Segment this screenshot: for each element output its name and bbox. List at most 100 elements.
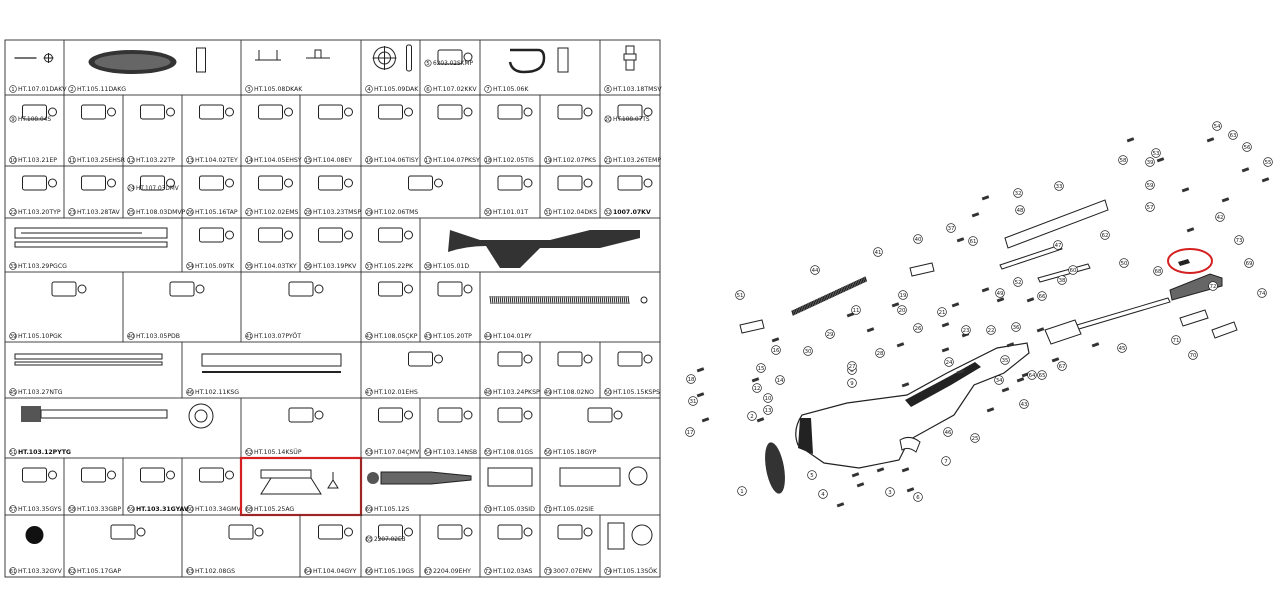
callout-circle <box>1244 258 1254 268</box>
part-sketch-43 <box>437 281 473 297</box>
highlighted-part <box>1178 259 1190 266</box>
part-sketch-52 <box>288 407 324 423</box>
part-code: HT.103.07PYÖT <box>254 331 301 340</box>
callout-circle <box>1118 155 1128 165</box>
part-sketch-69 <box>367 471 472 485</box>
callout-number: 74 <box>1259 291 1266 297</box>
part-number-circle <box>245 85 253 93</box>
callout-circle <box>873 247 883 257</box>
part-number-circle <box>68 85 76 93</box>
callout-number: 4 <box>821 492 825 498</box>
callout-circle <box>775 375 785 385</box>
callout-number: 47 <box>1055 243 1062 249</box>
part-number: 37 <box>366 264 373 270</box>
small-part <box>876 467 885 473</box>
callout-circle <box>1188 350 1198 360</box>
part-number-circle <box>365 208 373 216</box>
part-number-circle <box>424 332 432 340</box>
small-part <box>1261 177 1270 183</box>
part-code: HT.103.18TMSV <box>613 86 662 93</box>
callout-circle <box>1208 281 1218 291</box>
part-number: 73 <box>545 569 552 575</box>
part-number-circle <box>245 208 253 216</box>
part-code: HT.103.24PKSP <box>493 389 540 396</box>
part-code: HT.108.02NO <box>553 389 594 396</box>
callout-number: 26 <box>915 326 922 332</box>
part-number: 3 <box>247 87 250 93</box>
part-number-circle <box>424 85 432 93</box>
part-code: 2207.02EB <box>374 537 406 543</box>
part-number: 70 <box>485 507 492 513</box>
part-number-circle <box>245 156 253 164</box>
part-number-circle <box>245 505 253 513</box>
part-code: HT.102.01EHS <box>374 389 418 396</box>
part-number-circle <box>424 156 432 164</box>
part-number: 23 <box>69 210 76 216</box>
part-number: 13 <box>187 158 194 164</box>
mainspring <box>791 276 868 316</box>
part-number: 17 <box>425 158 432 164</box>
part-sketch-31 <box>557 175 593 191</box>
part-number-circle <box>604 115 612 123</box>
callout-number: 66 <box>1039 294 1046 300</box>
part-number-circle <box>604 208 612 216</box>
callout-number: 51 <box>737 293 744 299</box>
part-code: HT.105.09DAK <box>374 86 419 93</box>
part-sketch-11 <box>81 104 116 120</box>
callout-number: 12 <box>754 386 761 392</box>
part-code: HT.103.32GYV <box>18 568 63 575</box>
part-number-circle <box>544 567 552 575</box>
small-part <box>1016 377 1025 383</box>
part-number-circle <box>68 156 76 164</box>
part-number: 24 <box>128 186 135 192</box>
part-number-circle <box>9 262 17 270</box>
part-sketch-50 <box>617 351 653 367</box>
part-number: 64 <box>305 569 312 575</box>
part-code: HT.102.04DKS <box>553 209 597 216</box>
callout-circle <box>946 223 956 233</box>
part-number-circle <box>365 156 373 164</box>
small-part <box>1091 342 1100 348</box>
part-number: 51 <box>10 450 17 456</box>
part-code: HT.103.28TAV <box>77 209 120 216</box>
callout-circle <box>995 288 1005 298</box>
small-part <box>696 392 705 398</box>
callout-number: 42 <box>1217 215 1224 221</box>
callout-circle <box>913 234 923 244</box>
callout-circle <box>937 307 947 317</box>
part-sketch-47 <box>408 351 443 367</box>
part-code: HT.108.05ÇKP <box>374 333 418 340</box>
part-number-circle <box>127 208 135 216</box>
part-sketch-3 <box>255 49 330 61</box>
exploded-parts <box>696 137 1270 508</box>
callout-circle <box>1100 230 1110 240</box>
part-number-circle <box>604 388 612 396</box>
part-number-circle <box>544 388 552 396</box>
part-number: 62 <box>69 569 76 575</box>
part-number-circle <box>186 567 194 575</box>
part-code: HT.108.01GS <box>493 449 533 456</box>
part-sketch-7 <box>508 47 569 74</box>
part-sketch-22 <box>22 175 57 191</box>
callout-number: 62 <box>1102 233 1109 239</box>
part-code: HT.105.08DKAK <box>254 86 303 93</box>
part-code: HT.105.19GS <box>374 568 414 575</box>
part-number: 67 <box>425 569 432 575</box>
callout-circle <box>818 489 828 499</box>
part-sketch-40 <box>169 281 205 297</box>
silencer <box>1169 273 1223 301</box>
part-sketch-16 <box>378 104 413 120</box>
callout-circle <box>1037 291 1047 301</box>
part-number-circle <box>68 208 76 216</box>
callout-circle <box>1263 157 1273 167</box>
cocking-lever <box>999 244 1063 270</box>
part-number-circle <box>424 448 432 456</box>
callout-circle <box>735 290 745 300</box>
callout-number: 28 <box>877 351 884 357</box>
small-part <box>1241 167 1250 173</box>
part-number-circle <box>604 567 612 575</box>
